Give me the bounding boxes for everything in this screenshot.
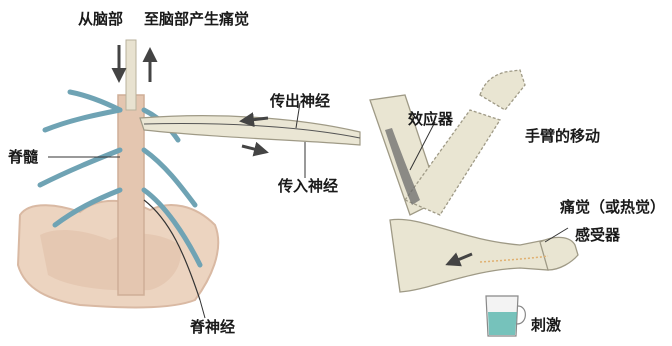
to-brain-label: 至脑部产生痛觉: [144, 12, 249, 27]
afferent-nerve-label: 传入神经: [278, 179, 338, 194]
arm-illustration: [370, 70, 578, 292]
spinal-cord-label: 脊髓: [8, 150, 38, 165]
receptor-label: 感受器: [575, 228, 620, 243]
spinal-cord: [118, 95, 144, 295]
stimulus-cup: [486, 296, 525, 336]
arm-movement-label: 手臂的移动: [525, 129, 600, 144]
pain-sensation-label: 痛觉（或热觉）: [560, 200, 665, 215]
afferent-arrow: [242, 146, 266, 152]
from-brain-label: 从脑部: [78, 12, 123, 27]
spine-illustration: [18, 40, 218, 307]
efferent-nerve-label: 传出神经: [270, 94, 330, 109]
stimulus-label: 刺激: [531, 318, 561, 333]
spinal-nerve-label: 脊神经: [190, 320, 235, 335]
effector-label: 效应器: [408, 112, 453, 127]
